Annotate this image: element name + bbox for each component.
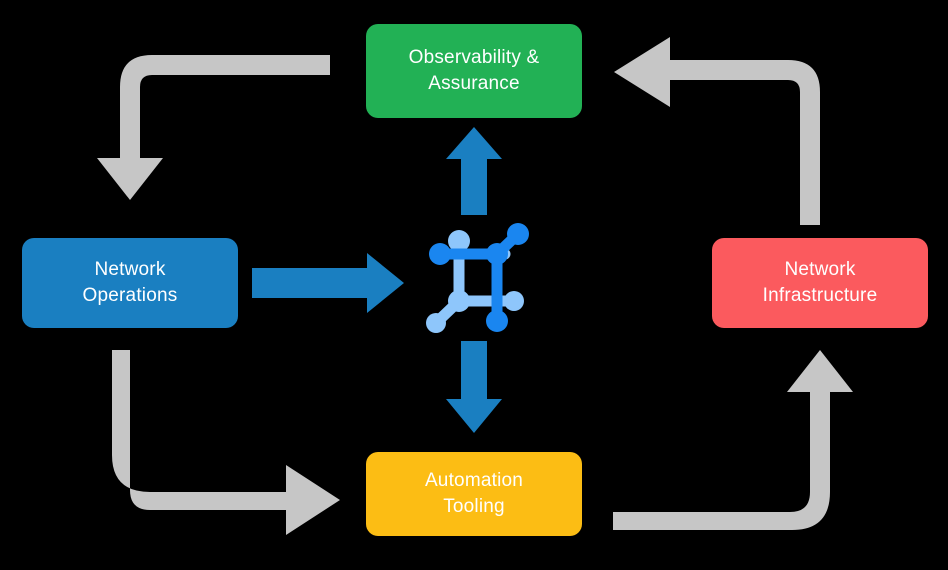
network-topology-icon	[426, 223, 529, 333]
connector-operations-to-automation	[112, 350, 340, 535]
connector-infrastructure-to-observability	[614, 37, 820, 225]
connector-observability-to-operations	[97, 55, 330, 200]
connector-center-to-observability	[446, 127, 502, 215]
node-box-network-infrastructure[interactable]: Network Infrastructure	[712, 238, 928, 328]
topology-front-nodes	[429, 223, 529, 332]
connector-automation-to-infrastructure	[613, 350, 853, 530]
connector-center-to-automation	[446, 341, 502, 433]
node-label-observability: Observability & Assurance	[408, 47, 540, 94]
node-label-automation-tooling: Automation Tooling	[424, 470, 524, 517]
topology-back-nodes	[426, 230, 524, 333]
node-box-observability[interactable]: Observability & Assurance	[366, 24, 582, 118]
node-label-network-infrastructure: Network Infrastructure	[762, 259, 878, 306]
node-box-network-operations[interactable]: Network Operations	[22, 238, 238, 328]
node-box-automation-tooling[interactable]: Automation Tooling	[366, 452, 582, 536]
connector-operations-to-center	[252, 253, 404, 313]
node-label-network-operations: Network Operations	[82, 259, 178, 306]
